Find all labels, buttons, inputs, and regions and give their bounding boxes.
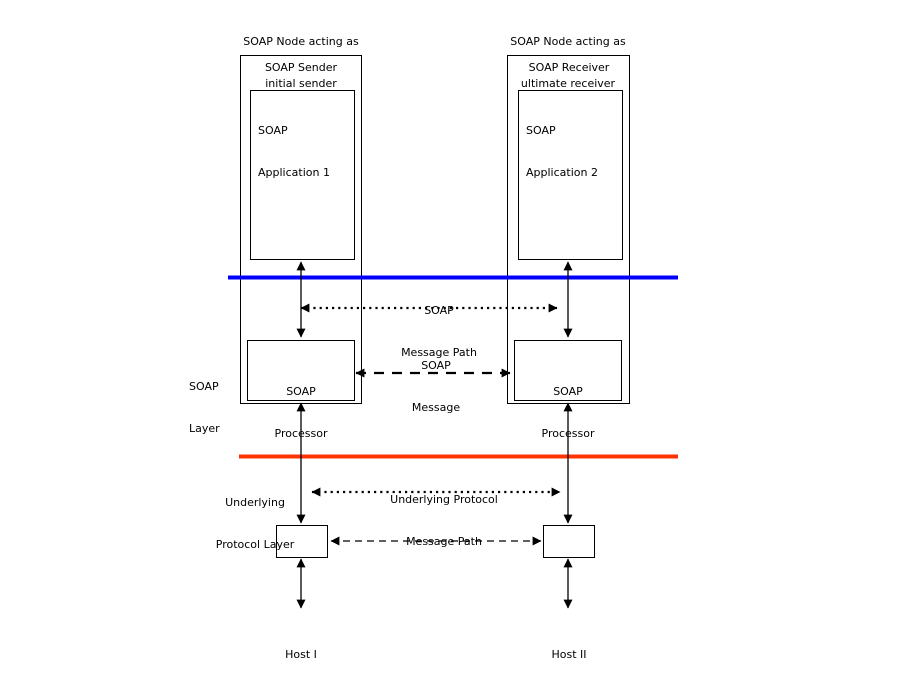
soap-message-label-line2: Message [411, 401, 461, 414]
underlying-protocol-layer-label-line1: Underlying [225, 496, 285, 509]
left-processor-box [247, 340, 355, 401]
right-node-outer-label: SOAP Receiver [528, 61, 610, 74]
right-node-caption-line1: SOAP Node acting as [510, 35, 626, 48]
left-node-caption: SOAP Node acting as initial sender [231, 7, 371, 119]
right-processor-label: SOAP Processor [515, 357, 621, 469]
left-processor-label-line2: Processor [274, 427, 328, 440]
left-processor-label-line1: SOAP [286, 385, 316, 398]
left-application-label-line2: Application 1 [258, 166, 330, 179]
soap-message-path-label-line2: Message Path [401, 346, 477, 359]
left-node-caption-line1: SOAP Node acting as [243, 35, 359, 48]
right-underlying-protocol-box [543, 525, 595, 558]
right-processor-label-line1: SOAP [553, 385, 583, 398]
underlying-protocol-message-path-label: Underlying Protocol Message Path [372, 465, 516, 577]
soap-message-label-line1: SOAP [421, 359, 451, 372]
underlying-protocol-layer-label: Underlying Protocol Layer [200, 468, 310, 580]
left-node-outer-label: SOAP Sender [264, 61, 338, 74]
left-application-box [250, 90, 355, 260]
soap-message-path-label-line1: SOAP [424, 304, 454, 317]
soap-layer-label-line2: Layer [189, 422, 220, 435]
right-application-label-line2: Application 2 [526, 166, 598, 179]
left-underlying-protocol-box [276, 525, 328, 558]
soap-message-path-label: SOAP Message Path [384, 276, 494, 388]
left-node-caption-line2: initial sender [265, 77, 337, 90]
right-processor-label-line2: Processor [541, 427, 595, 440]
underlying-protocol-message-path-label-line2: Message Path [406, 535, 482, 548]
underlying-protocol-layer-label-line2: Protocol Layer [215, 538, 295, 551]
right-application-label: SOAP Application 2 [526, 96, 621, 208]
soap-layer-label-line1: SOAP [189, 380, 219, 393]
left-processor-label: SOAP Processor [248, 357, 354, 469]
right-node-caption: SOAP Node acting as ultimate receiver [498, 7, 638, 119]
left-host-label: Host I [285, 648, 317, 661]
right-application-box [518, 90, 623, 260]
right-host-label: Host II [551, 648, 587, 661]
left-application-label: SOAP Application 1 [258, 96, 353, 208]
right-node-caption-line2: ultimate receiver [520, 77, 616, 90]
left-application-label-line1: SOAP [258, 124, 288, 137]
soap-layer-label: SOAP Layer [189, 352, 249, 464]
soap-message-label: SOAP Message [384, 331, 488, 443]
right-application-label-line1: SOAP [526, 124, 556, 137]
right-processor-box [514, 340, 622, 401]
underlying-protocol-message-path-label-line1: Underlying Protocol [390, 493, 498, 506]
